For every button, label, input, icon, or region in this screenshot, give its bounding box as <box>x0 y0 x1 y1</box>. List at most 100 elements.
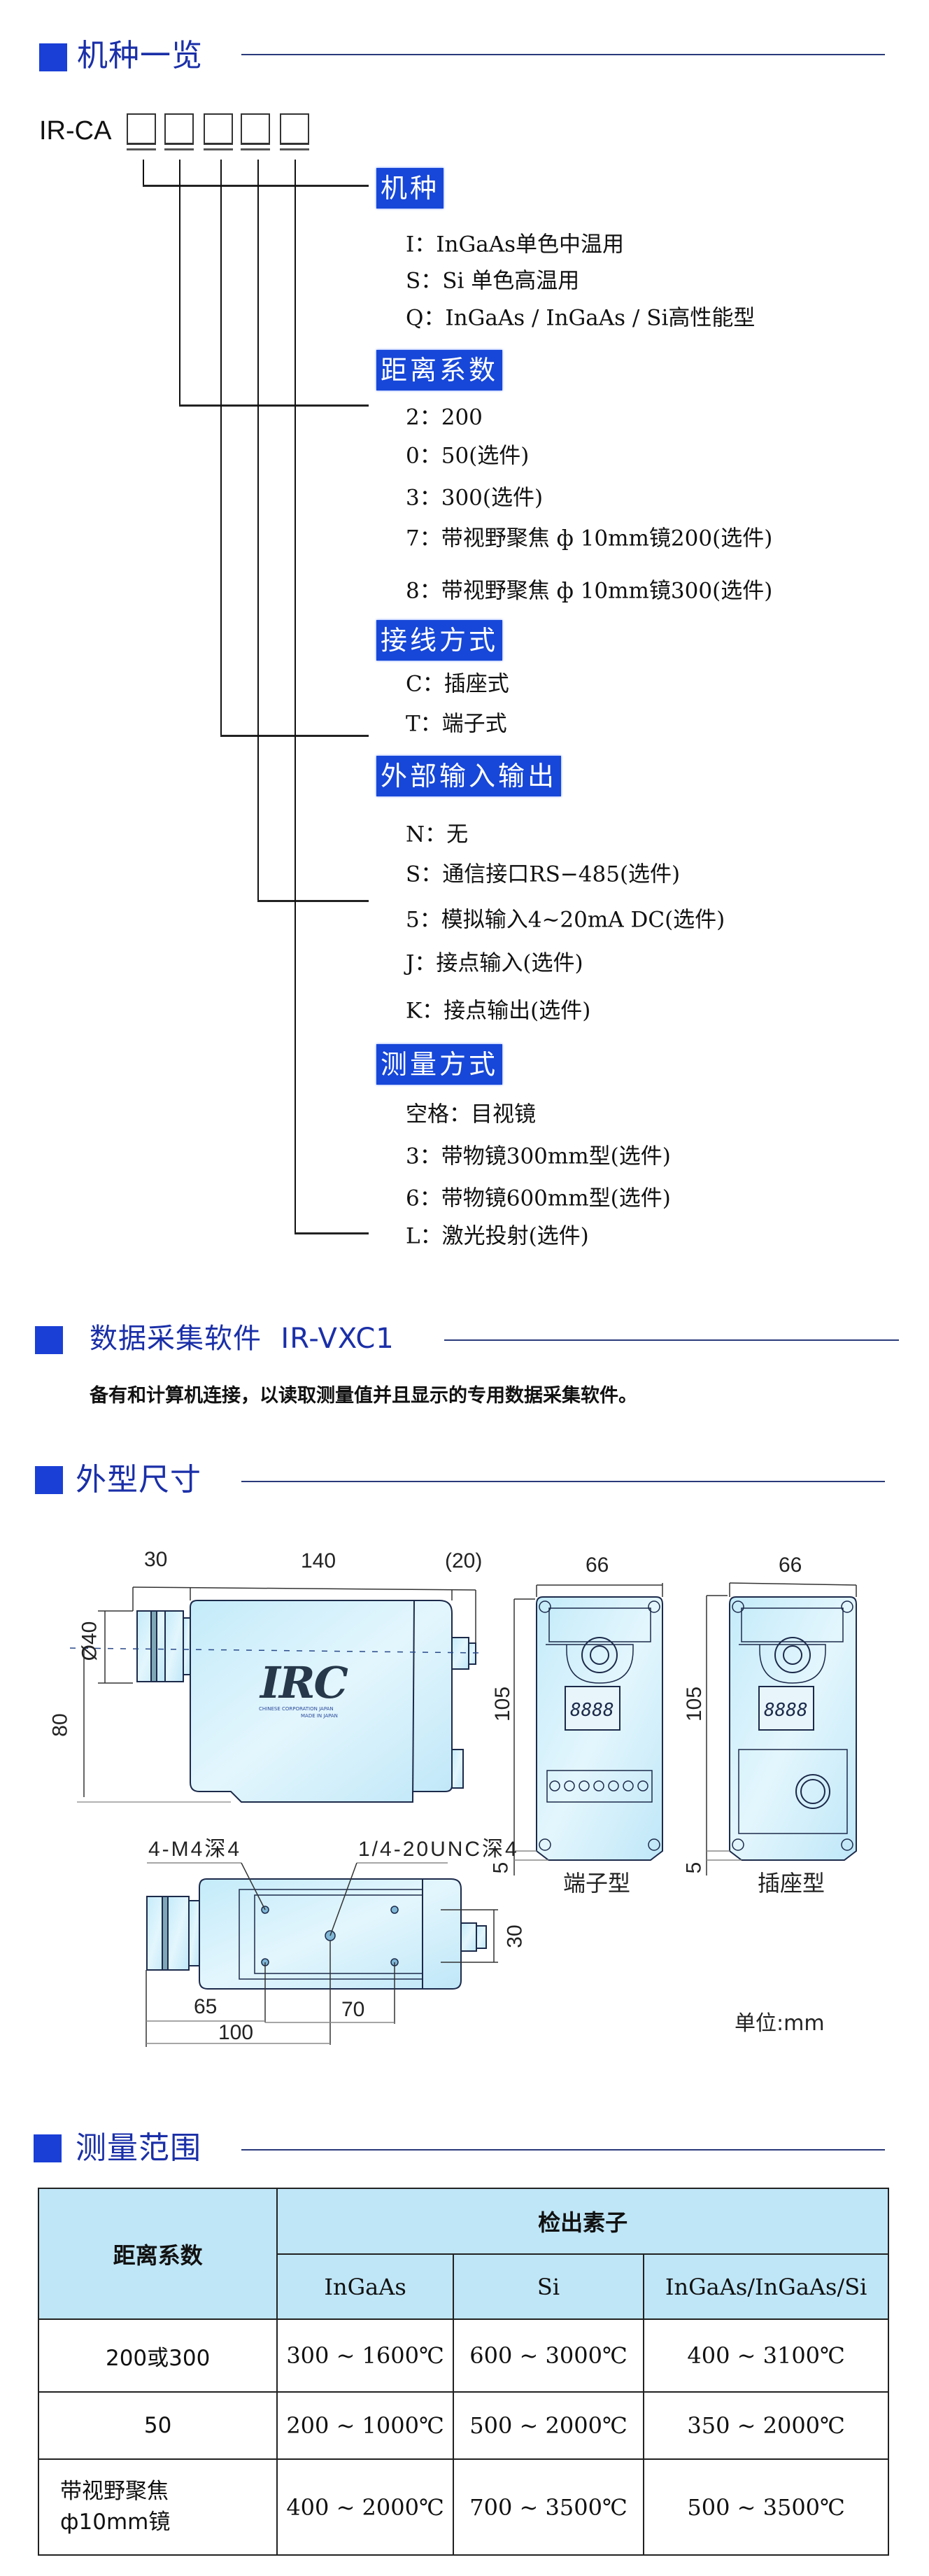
bottom-view-dims <box>146 1862 498 2047</box>
option-item: I：InGaAs单色中温用 <box>406 232 624 258</box>
rear-bracket <box>451 1749 464 1789</box>
note-m4-holes: 4-M4深4 <box>148 1838 242 1861</box>
lens-barrel-neck <box>183 1617 191 1675</box>
connector-line <box>179 160 180 406</box>
slot-underline <box>127 148 156 150</box>
slot-underline <box>241 148 270 150</box>
lens-barrel-mid <box>164 1610 184 1682</box>
option-item: 6：带物镜600mm型(选件) <box>406 1185 671 1211</box>
connector-branch-measure <box>295 1232 369 1234</box>
section-rule <box>444 1339 899 1341</box>
dim-socket-base: 5 <box>682 1861 706 1874</box>
range-cell: 600 ~ 3000℃ <box>452 2318 645 2393</box>
section-rule <box>241 54 885 55</box>
front-view-terminal: 8888 <box>536 1596 663 1861</box>
option-item: T：端子式 <box>406 711 507 737</box>
connector-panel <box>738 1749 848 1834</box>
slot-underline <box>204 148 233 150</box>
lens-barrel-mid <box>167 1896 190 1971</box>
lens-ring <box>150 1610 157 1682</box>
brand-logo: IRC <box>260 1657 348 1708</box>
dim-terminal-height: 105 <box>491 1686 515 1722</box>
model-code-slot-3 <box>204 113 233 145</box>
front-socket-dims <box>706 1582 857 1875</box>
row-distance-line1: 带视野聚焦 <box>60 2479 169 2505</box>
section-marker-icon <box>34 2134 62 2162</box>
option-item: N：无 <box>406 822 469 847</box>
option-label-distance: 距离系数 <box>376 350 503 390</box>
dim-height: 80 <box>48 1713 72 1737</box>
rear-connector <box>451 1637 469 1670</box>
option-item: 5：模拟输入4~20mA DC(选件) <box>406 907 725 933</box>
lcd-digits: 8888 <box>570 1700 614 1721</box>
dim-hole-pitch: 70 <box>341 1998 365 2021</box>
model-code-slot-4 <box>241 113 270 145</box>
socket-connector <box>795 1774 830 1809</box>
option-item: S：Si 单色高温用 <box>406 268 580 294</box>
header-distance: 距离系数 <box>37 2188 278 2320</box>
unit-label: 单位:mm <box>735 2011 825 2036</box>
section-rule <box>241 2149 885 2151</box>
dim-connector-length: (20) <box>445 1549 483 1572</box>
connector-line <box>143 160 144 186</box>
dim-socket-width: 66 <box>779 1554 802 1577</box>
section-title-dimensions: 外型尺寸 <box>76 1462 201 1498</box>
section-marker-icon <box>35 1326 63 1354</box>
header-detector-combined: InGaAs/InGaAs/Si <box>643 2253 889 2320</box>
side-view <box>136 1600 476 1803</box>
brand-logo-subtext: CHINESE CORPORATION JAPAN <box>259 1706 334 1712</box>
option-label-wiring: 接线方式 <box>376 620 503 661</box>
range-cell: 400 ~ 2000℃ <box>276 2458 454 2556</box>
dim-hole-offset: 65 <box>194 1995 218 2018</box>
option-item: 3：300(选件) <box>406 485 544 511</box>
dim-hole-span: 30 <box>503 1924 527 1948</box>
row-distance: 50 <box>37 2391 278 2460</box>
header-detector-ingaas: InGaAs <box>276 2253 454 2320</box>
option-item: 空格：目视镜 <box>406 1102 536 1127</box>
connector-line <box>295 160 296 1234</box>
range-cell: 350 ~ 2000℃ <box>643 2391 889 2460</box>
nameplate <box>548 1607 651 1642</box>
terminal-block <box>546 1770 653 1803</box>
connector-branch-io <box>257 900 369 902</box>
table-row: 带视野聚焦 ф10mm镜 400 ~ 2000℃ 700 ~ 3500℃ 500… <box>37 2458 889 2556</box>
lcd-display <box>758 1686 814 1731</box>
front-view-socket: 8888 <box>729 1596 857 1861</box>
connector-branch-model <box>143 185 369 187</box>
model-code-prefix: IR-CA <box>39 116 112 146</box>
front-terminal-dims <box>513 1583 663 1875</box>
m4-hole <box>390 1906 399 1914</box>
dim-lens-diameter: Ø40 <box>78 1621 101 1661</box>
eyepiece <box>581 1637 618 1673</box>
software-description: 备有和计算机连接，以读取测量值并且显示的专用数据采集软件。 <box>90 1385 637 1407</box>
range-cell: 200 ~ 1000℃ <box>276 2391 454 2460</box>
option-item: 8：带视野聚焦 ф 10mm镜300(选件) <box>406 578 773 604</box>
dim-lens-length: 30 <box>144 1548 168 1571</box>
option-item: 3：带物镜300mm型(选件) <box>406 1143 671 1169</box>
slot-underline <box>280 148 309 150</box>
connector-branch-distance <box>179 404 369 407</box>
side-view-dims <box>69 1586 483 1803</box>
row-distance-line2: ф10mm镜 <box>60 2509 171 2535</box>
connector-line <box>257 160 259 901</box>
option-item: Q：InGaAs / InGaAs / Si高性能型 <box>406 305 756 331</box>
option-label-measure: 测量方式 <box>376 1044 503 1085</box>
rear-connector <box>460 1922 477 1952</box>
section-marker-icon <box>35 1466 63 1494</box>
section-title-range: 测量范围 <box>76 2130 201 2166</box>
body-panel-line <box>412 1600 415 1803</box>
range-cell: 500 ~ 2000℃ <box>452 2391 645 2460</box>
brand-logo-subtext: MADE IN JAPAN <box>301 1713 338 1719</box>
bottom-view <box>146 1878 487 1990</box>
caption-socket-type: 插座型 <box>758 1870 825 1896</box>
mount-plate-inner <box>254 1894 423 1974</box>
model-code-slot-2 <box>164 113 194 145</box>
section-rule <box>241 1481 885 1482</box>
section-title-software: 数据采集软件 IR-VXC1 <box>90 1323 395 1355</box>
option-item: C：插座式 <box>406 671 509 697</box>
header-detector-si: Si <box>452 2253 645 2320</box>
section-title-model-list: 机种一览 <box>77 38 203 73</box>
lens-ring <box>162 1896 169 1971</box>
row-distance: 带视野聚焦 ф10mm镜 <box>37 2458 278 2556</box>
